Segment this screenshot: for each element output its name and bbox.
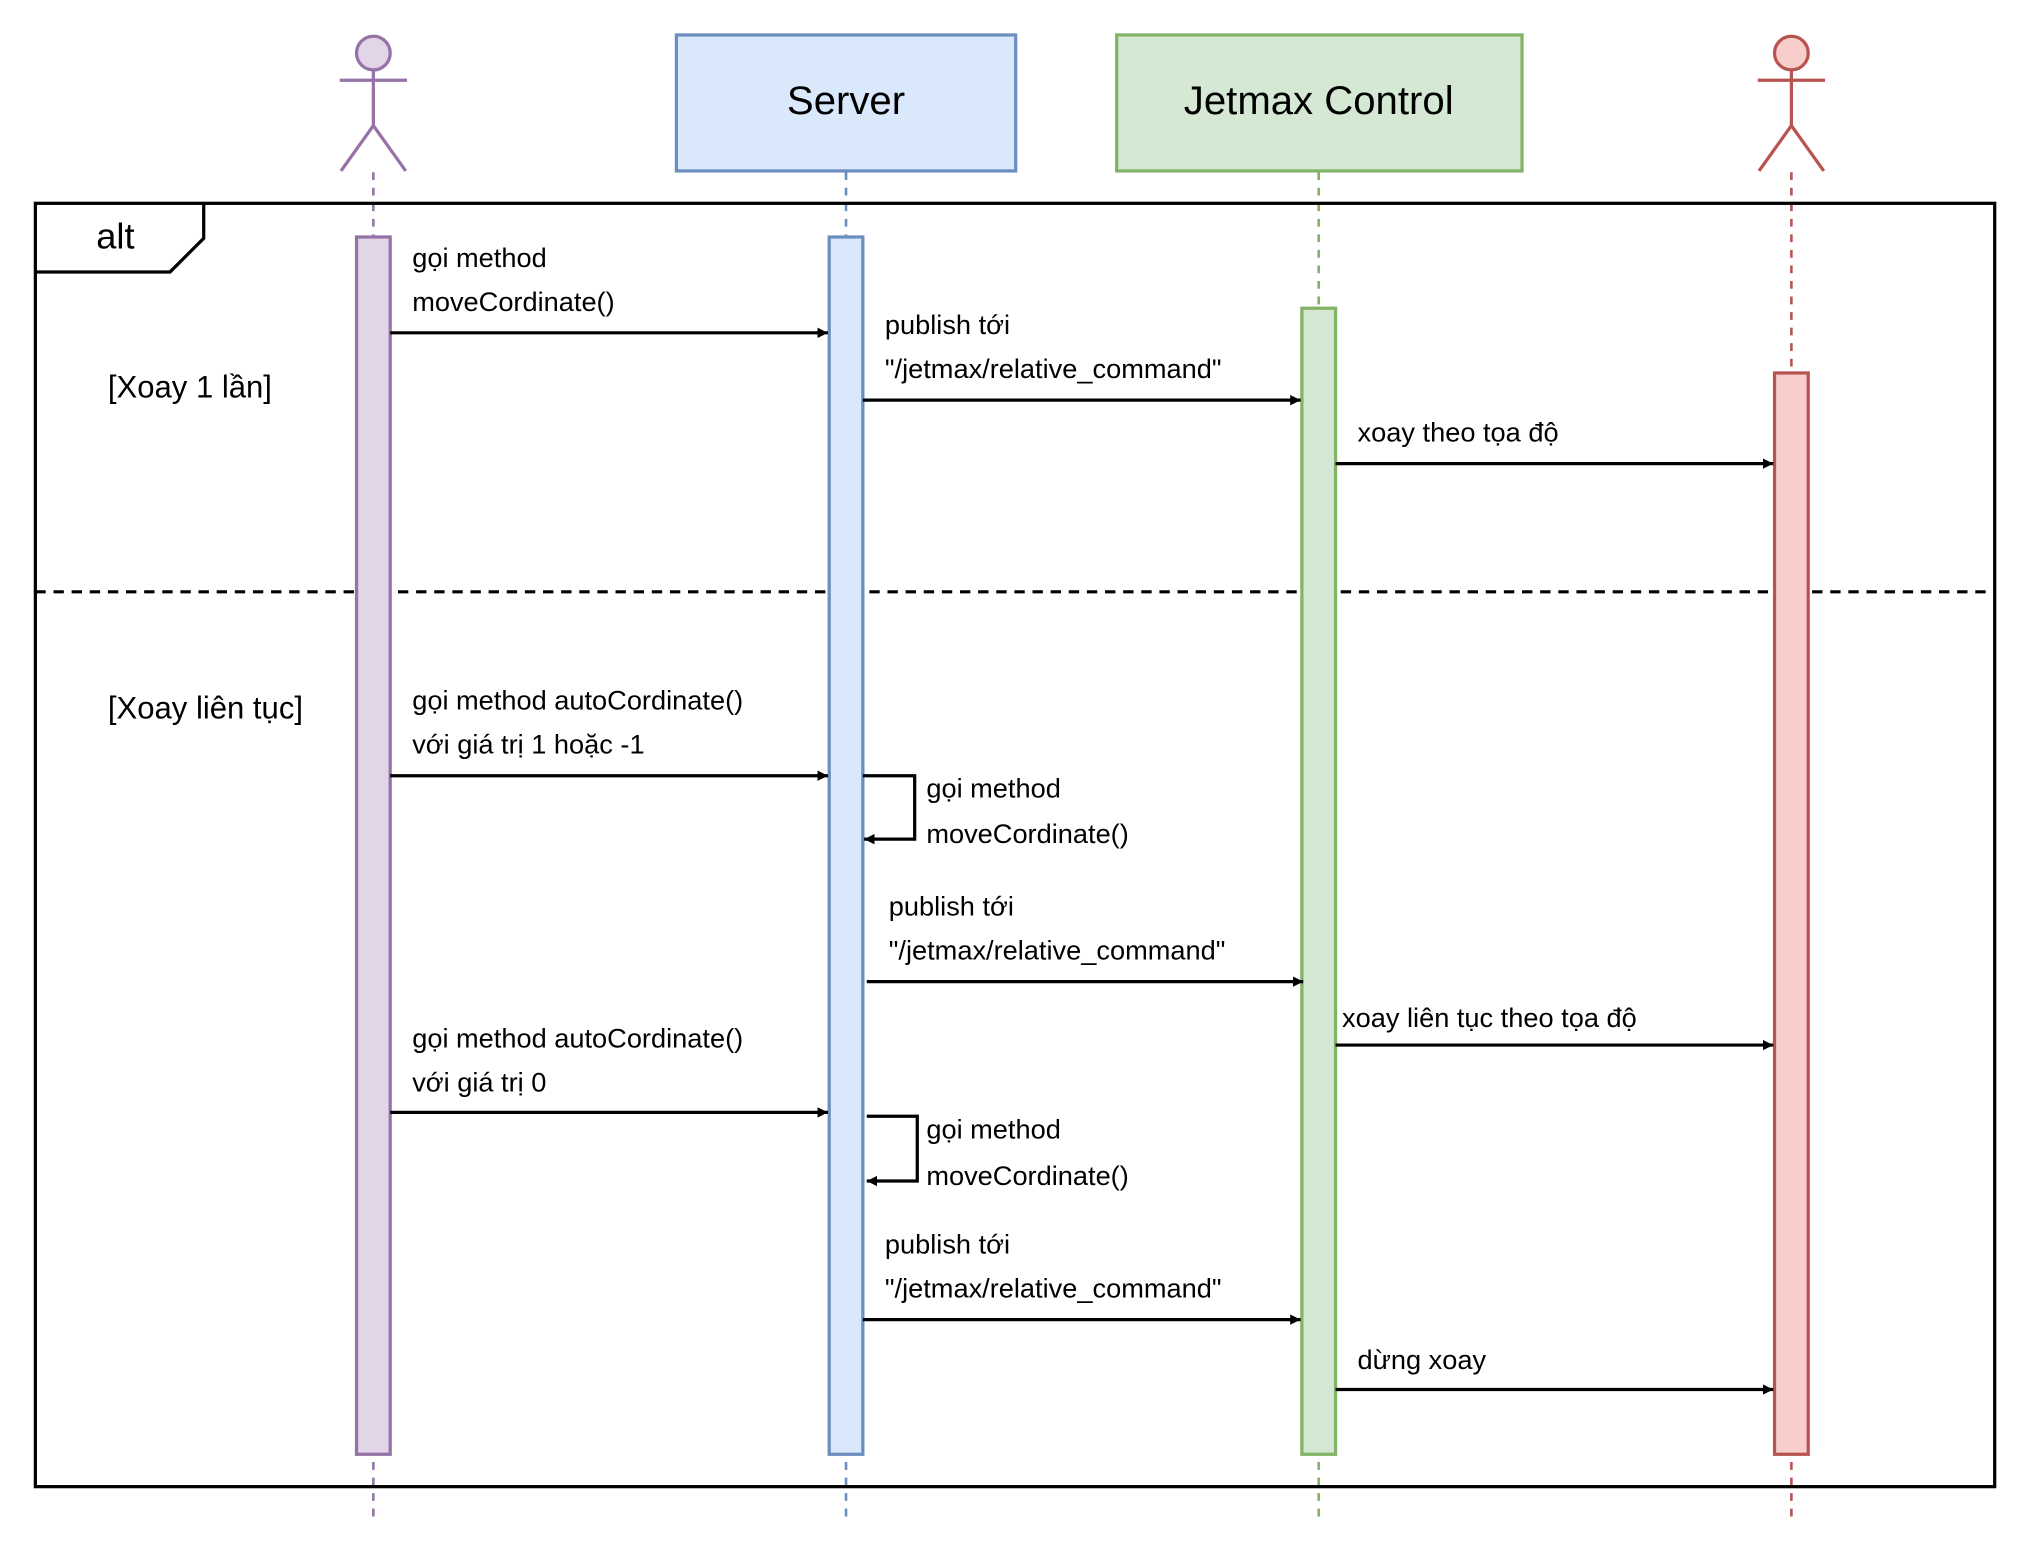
participant-server-label: Server: [787, 78, 905, 123]
actor-left-head-icon: [354, 34, 392, 72]
message-label: "/jetmax/relative_command": [885, 353, 1222, 384]
message-label: "/jetmax/relative_command": [889, 935, 1226, 966]
message-label: publish tới: [885, 1229, 1010, 1260]
message-label: xoay liên tục theo tọa độ: [1342, 1002, 1637, 1033]
alt-fragment-tab: [35, 203, 206, 274]
participant-server-box: [674, 33, 1018, 173]
participant-jetmax-control-box: [1115, 33, 1524, 173]
message-label: với giá trị 1 hoặc -1: [412, 729, 644, 760]
message-label: publish tới: [885, 309, 1010, 340]
message-label: xoay theo tọa độ: [1358, 417, 1559, 448]
actor-left: [339, 34, 408, 172]
activation-server: [827, 235, 865, 1456]
guard-xoay-lien-tuc: [Xoay liên tục]: [108, 691, 303, 726]
activation-jetmax-control: [1300, 306, 1338, 1456]
activation-actor-right: [1772, 371, 1810, 1456]
actor-right-head-icon: [1772, 34, 1810, 72]
message-label: publish tới: [889, 891, 1014, 922]
message-label: gọi method autoCordinate(): [412, 685, 743, 716]
message-label: moveCordinate(): [926, 1160, 1128, 1191]
actor-right: [1757, 34, 1826, 172]
message-label: moveCordinate(): [926, 818, 1128, 849]
message-label: gọi method: [926, 773, 1061, 804]
alt-fragment-frame: [33, 201, 1997, 1489]
self-message-arrow: [862, 774, 917, 845]
self-message-arrow: [866, 1114, 919, 1187]
activation-actor-left: [354, 235, 392, 1456]
message-label: gọi method: [412, 242, 547, 273]
message-label: dừng xoay: [1358, 1344, 1487, 1375]
message-label: với giá trị 0: [412, 1067, 546, 1098]
message-label: gọi method autoCordinate(): [412, 1023, 743, 1054]
participant-jetmax-control-label: Jetmax Control: [1184, 78, 1454, 123]
alt-fragment-operator: alt: [96, 216, 134, 257]
message-label: moveCordinate(): [412, 286, 614, 317]
guard-xoay-1-lan: [Xoay 1 lần]: [108, 370, 272, 405]
message-label: "/jetmax/relative_command": [885, 1273, 1222, 1304]
message-label: gọi method: [926, 1113, 1061, 1144]
